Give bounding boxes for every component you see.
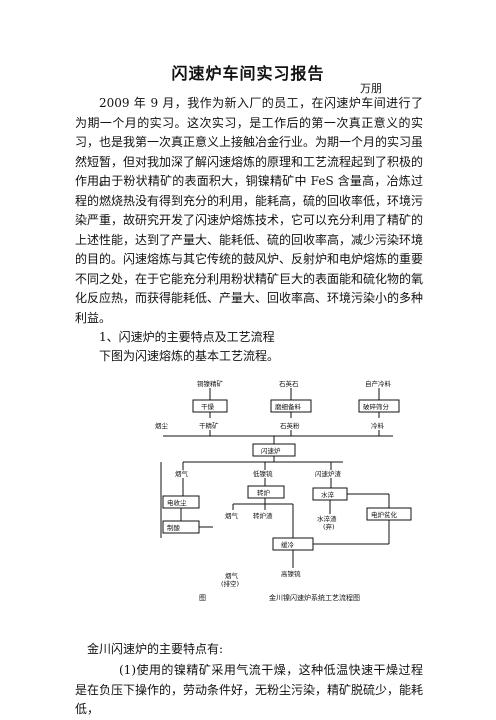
label-elec-dust: 电收尘 xyxy=(167,498,187,507)
flowchart-svg: 铜镍精矿 石英石 自产冷料 干燥 磨细备料 破碎筛分 干精矿 石英粉 冷料 烟尘… xyxy=(155,379,412,602)
label-off: 烟气 xyxy=(225,571,239,580)
paragraph-background: 由于粉状精矿的表面积大，铜镍精矿中 FeS 含量高，冶炼过程的燃烧热没有得到充分… xyxy=(75,174,424,325)
label-hi2: 高镍锍 xyxy=(281,569,301,578)
features-intro: 金川闪速炉的主要特点有: xyxy=(87,642,224,656)
author-name: 万朋 xyxy=(360,82,382,95)
label-water-slag: 水淬渣 xyxy=(317,514,337,523)
label-top1: 铜镍精矿 xyxy=(197,379,224,388)
label-off-note: (排空) xyxy=(221,579,239,588)
label-slag-note: (弃) xyxy=(323,522,335,531)
section-heading: 1、闪速炉的主要特点及工艺流程 xyxy=(99,330,275,344)
label-gas3: 烟气 xyxy=(225,511,239,520)
process-flowchart: 铜镍精矿 石英石 自产冷料 干燥 磨细备料 破碎筛分 干精矿 石英粉 冷料 烟尘… xyxy=(153,378,423,636)
label-gas2: 低镍锍 xyxy=(253,469,273,478)
label-acid: 制酸 xyxy=(167,523,181,532)
page-title: 闪速炉车间实习报告 xyxy=(171,64,325,83)
label-left: 烟尘 xyxy=(155,421,169,430)
label-furnace: 闪速炉 xyxy=(261,446,281,455)
label-cold: 冷料 xyxy=(371,421,385,430)
label-quartz: 石英粉 xyxy=(280,421,300,430)
label-top2: 石英石 xyxy=(279,379,299,388)
label-crush: 破碎筛分 xyxy=(363,402,390,411)
box-converter xyxy=(247,485,285,499)
label-grind: 磨细备料 xyxy=(275,402,302,411)
label-conv-slag: 转炉渣 xyxy=(253,511,273,520)
label-gas1: 烟气 xyxy=(175,469,189,478)
paragraph-intro: 2009 年 9 月，我作为新入厂的员工，在闪速炉车间进行了为期一个月的实习。这… xyxy=(75,96,424,188)
figure-intro: 下图为闪速熔炼的基本工艺流程。 xyxy=(99,349,280,363)
feature-item-1: (1)使用的镍精矿采用气流干燥，这种低温快速干燥过程是在负压下操作的，劳动条件好… xyxy=(75,663,424,716)
caption-label: 图 xyxy=(199,594,206,602)
label-slow: 缓冷 xyxy=(281,540,295,549)
label-water-q: 水淬 xyxy=(321,490,335,499)
document-page: 闪速炉车间实习报告 万朋 2009 年 9 月，我作为新入厂的员工，在闪速炉车间… xyxy=(75,64,424,716)
caption-text: 金川镍闪速炉系统工艺流程图 xyxy=(269,593,360,602)
label-elec-furnace: 电炉贫化 xyxy=(371,510,398,519)
label-dry: 干燥 xyxy=(201,402,215,411)
label-slag: 闪速炉渣 xyxy=(315,469,342,478)
label-top3: 自产冷料 xyxy=(365,379,392,388)
label-converter: 转炉 xyxy=(257,488,271,497)
label-dry-conc: 干精矿 xyxy=(199,421,219,430)
